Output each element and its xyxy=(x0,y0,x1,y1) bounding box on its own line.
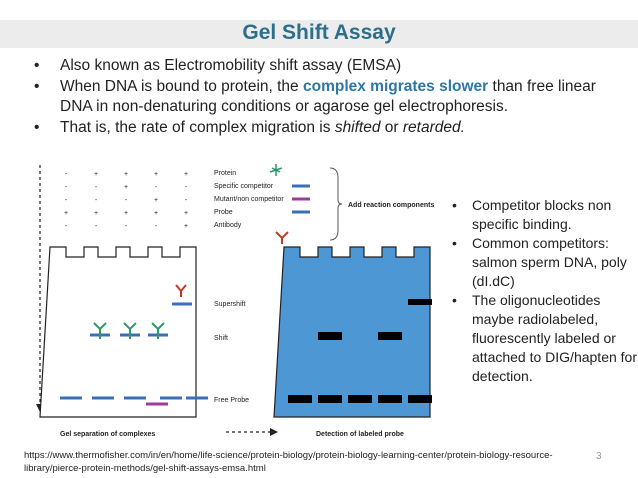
page-number: 3 xyxy=(596,451,602,462)
protein-complex xyxy=(151,322,165,339)
side-bullets: • Competitor blocks non specific binding.… xyxy=(452,196,637,386)
protein-complex xyxy=(123,322,137,339)
reagent-sign: - xyxy=(185,184,188,191)
side-bullet-text: Competitor blocks non specific binding. xyxy=(472,197,612,232)
reagent-sign: - xyxy=(95,223,98,230)
reagent-label: Antibody xyxy=(214,222,242,229)
bullet-dot: • xyxy=(452,235,457,251)
protein-complex xyxy=(93,322,107,339)
reagent-sign: + xyxy=(94,171,98,178)
supershift-band xyxy=(408,299,432,305)
shift-band xyxy=(378,332,402,340)
bullet-text: retarded. xyxy=(402,119,465,136)
reagent-sign: + xyxy=(154,210,158,217)
bullet-dot: • xyxy=(34,78,40,95)
reagent-sign: - xyxy=(95,197,98,204)
bullet-text: than free linear DNA in non-denaturing c… xyxy=(60,78,596,115)
free-probe-band xyxy=(408,395,432,403)
highlight-text: complex migrates slower xyxy=(302,78,489,95)
supershift-label: Supershift xyxy=(214,301,246,308)
reagent-sign: + xyxy=(124,210,128,217)
antibody-icon xyxy=(275,231,289,244)
reagent-sign: + xyxy=(154,171,158,178)
bullet-item: • That is, the rate of complex migration … xyxy=(30,118,630,138)
side-bullet-text: Common competitors: salmon sperm DNA, po… xyxy=(472,235,627,289)
arrow-head xyxy=(270,428,278,436)
reagent-sign: - xyxy=(65,171,68,178)
reagent-sign: - xyxy=(65,223,68,230)
shift-band xyxy=(318,332,342,340)
reagent-sign: + xyxy=(154,197,158,204)
reagent-sign: + xyxy=(94,210,98,217)
free-probe-band xyxy=(348,395,372,403)
add-reaction-label: Add reaction components xyxy=(348,202,434,209)
shift-label: Shift xyxy=(214,335,228,342)
bullet-dot: • xyxy=(34,57,40,74)
caption-left: Gel separation of complexes xyxy=(60,431,155,438)
main-bullets: • Also known as Electromobility shift ass… xyxy=(30,56,630,139)
bullet-text: or xyxy=(380,119,403,136)
bullet-text: Also known as Electromobility shift assa… xyxy=(60,57,402,74)
bullet-dot: • xyxy=(34,119,40,136)
free-probe-label: Free Probe xyxy=(214,397,249,404)
bullet-dot: • xyxy=(452,197,457,213)
title-bar xyxy=(0,20,638,48)
reagent-sign: + xyxy=(184,210,188,217)
free-probe-band xyxy=(318,395,342,403)
reagent-sign: - xyxy=(155,223,158,230)
bullet-text: shifted xyxy=(334,119,381,136)
bullet-dot: • xyxy=(452,292,457,308)
free-probe-band xyxy=(288,395,312,403)
reagent-sign: + xyxy=(124,184,128,191)
reagent-sign: - xyxy=(155,184,158,191)
bullet-item: • When DNA is bound to protein, the compl… xyxy=(30,77,630,117)
reagent-sign: + xyxy=(124,171,128,178)
gel-left xyxy=(39,246,197,418)
free-probe-band xyxy=(378,395,402,403)
gel-right xyxy=(273,246,431,418)
reagent-sign: - xyxy=(65,197,68,204)
slide-title: Gel Shift Assay xyxy=(242,21,396,44)
side-bullet-item: • The oligonucleotides maybe radiolabeled… xyxy=(452,291,637,386)
reagent-sign: + xyxy=(64,210,68,217)
reagent-label: Mutant/non competitor xyxy=(214,196,284,203)
reagent-label: Probe xyxy=(214,209,233,216)
bullet-text: When DNA is bound to protein, the xyxy=(60,78,303,95)
bracket xyxy=(329,167,343,241)
reagent-sign: - xyxy=(185,197,188,204)
reagent-sign: + xyxy=(184,171,188,178)
side-bullet-item: • Common competitors: salmon sperm DNA, p… xyxy=(452,234,637,291)
reagent-sign: - xyxy=(65,184,68,191)
reagent-label: Protein xyxy=(214,170,236,177)
side-bullet-item: • Competitor blocks non specific binding. xyxy=(452,196,637,234)
reagent-sign: - xyxy=(95,184,98,191)
antibody-complex xyxy=(175,284,187,297)
reagent-sign: - xyxy=(125,197,128,204)
bullet-text: That is, the rate of complex migration i… xyxy=(60,119,335,136)
reagent-sign: - xyxy=(125,223,128,230)
reagent-label: Specific competitor xyxy=(214,183,274,190)
reagent-sign: + xyxy=(184,223,188,230)
reference-url[interactable]: https://www.thermofisher.com/in/en/home/… xyxy=(24,450,553,474)
side-bullet-text: The oligonucleotides maybe radiolabeled,… xyxy=(472,292,637,384)
caption-right: Detection of labeled probe xyxy=(316,431,404,438)
bullet-item: • Also known as Electromobility shift ass… xyxy=(30,56,630,76)
protein-icon xyxy=(269,164,283,176)
